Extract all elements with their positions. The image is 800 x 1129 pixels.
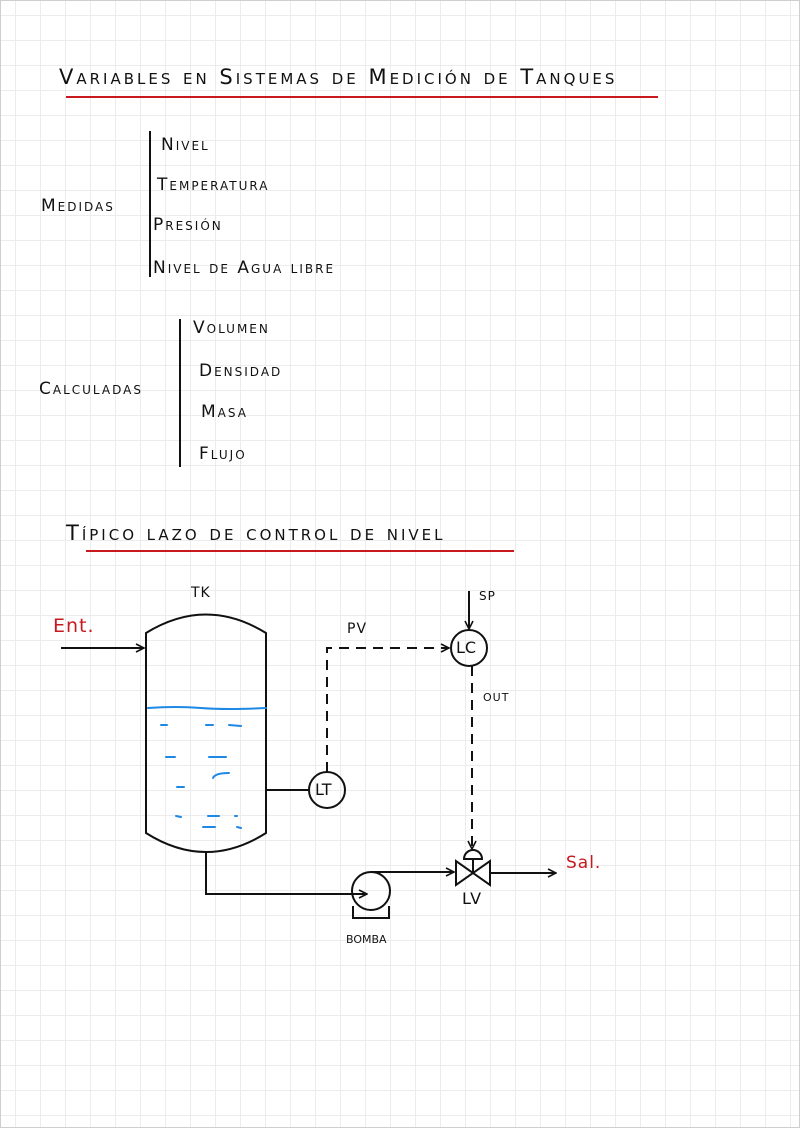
out-label: OUT	[483, 691, 510, 704]
calculated-item: Densidad	[199, 361, 283, 381]
pump-label: BOMBA	[346, 933, 387, 946]
calculated-label: Calculadas	[39, 379, 143, 399]
section-title-control-loop: Típico lazo de control de nivel	[66, 521, 446, 545]
valve-label: LV	[462, 889, 483, 908]
title-underline	[86, 550, 514, 552]
calculated-item: Masa	[201, 402, 248, 422]
outlet-label: Sal.	[566, 853, 602, 873]
measured-item: Presión	[153, 215, 223, 235]
water-level	[147, 706, 267, 829]
valve-actuator	[462, 849, 484, 860]
inlet-label: Ent.	[53, 615, 95, 637]
measured-item: Temperatura	[157, 175, 270, 195]
measured-item: Nivel de Agua libre	[153, 258, 336, 278]
suction-pipe	[205, 852, 367, 894]
sp-label: SP	[479, 589, 496, 603]
pv-label: PV	[347, 621, 368, 637]
measured-label: Medidas	[41, 196, 115, 216]
measured-item: Nivel	[161, 135, 210, 155]
title-underline	[66, 96, 658, 98]
pump	[351, 871, 391, 911]
lc-label: LC	[456, 638, 477, 657]
calculated-item: Volumen	[193, 318, 270, 338]
control-valve	[455, 859, 491, 887]
tank-label: TK	[191, 585, 211, 601]
pump-base	[352, 906, 390, 919]
measured-brace	[149, 131, 151, 277]
lt-label: LT	[315, 780, 332, 799]
lc-controller	[450, 629, 488, 667]
calculated-item: Flujo	[199, 444, 247, 464]
calculated-brace	[179, 319, 181, 467]
tank-vessel	[145, 613, 267, 853]
pv-signal	[326, 648, 449, 772]
section-title-variables: Variables en Sistemas de Medición de Tan…	[59, 65, 618, 89]
